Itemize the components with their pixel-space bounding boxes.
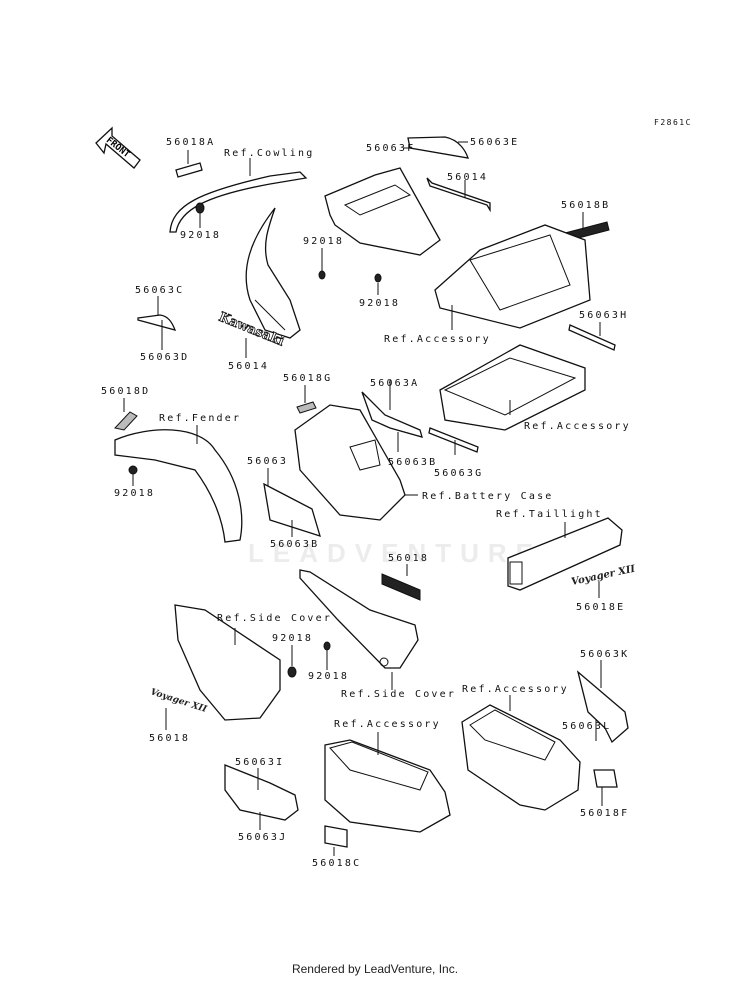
part-56063C-56063D[interactable] <box>137 314 177 331</box>
label-56063E[interactable]: 56063E <box>470 137 520 148</box>
part-56018G[interactable] <box>296 401 317 414</box>
part-56063K-56063L[interactable] <box>576 670 629 744</box>
grommet-92018-d[interactable] <box>128 465 138 475</box>
label-56018G[interactable]: 56018G <box>283 373 333 384</box>
label-56018B[interactable]: 56018B <box>561 200 611 211</box>
upper-fairing <box>324 167 441 256</box>
label-ref-side-cover[interactable]: Ref.Side Cover <box>217 613 333 624</box>
part-56063H[interactable] <box>568 324 616 351</box>
label-56063D[interactable]: 56063D <box>140 352 190 363</box>
part-56018F[interactable] <box>593 769 618 788</box>
label-56063B[interactable]: 56063B <box>388 457 438 468</box>
part-56063G[interactable] <box>428 427 479 453</box>
label-56063A[interactable]: 56063A <box>370 378 420 389</box>
label-56063G[interactable]: 56063G <box>434 468 484 479</box>
label-ref-taillight[interactable]: Ref.Taillight <box>496 509 603 520</box>
label-56063J[interactable]: 56063J <box>238 832 288 843</box>
label-92018[interactable]: 92018 <box>303 236 345 247</box>
part-56063E-56063F[interactable] <box>407 136 469 159</box>
side-cover-right <box>299 569 419 669</box>
voyager-decal-56018E[interactable]: Voyager XII <box>570 564 636 588</box>
label-ref-battery-case[interactable]: Ref.Battery Case <box>422 491 554 502</box>
label-56063F[interactable]: 56063F <box>366 143 416 154</box>
part-56014-strip[interactable] <box>426 177 491 213</box>
label-56014[interactable]: 56014 <box>447 172 489 183</box>
part-56063A-56063B[interactable] <box>361 391 423 438</box>
cowling-strip <box>169 171 308 233</box>
grommet-92018-a[interactable] <box>195 202 205 214</box>
front-arrow-icon: FRONT <box>95 126 141 169</box>
part-56018D[interactable] <box>114 411 138 431</box>
taillight <box>507 517 623 591</box>
label-92018[interactable]: 92018 <box>308 671 350 682</box>
part-56018C[interactable] <box>324 825 348 848</box>
voyager-decal-text-e: Voyager XII <box>570 564 636 588</box>
label-56063L[interactable]: 56063L <box>562 721 612 732</box>
label-56018A[interactable]: 56018A <box>166 137 216 148</box>
label-56014[interactable]: 56014 <box>228 361 270 372</box>
label-56063I[interactable]: 56063I <box>235 757 285 768</box>
label-56063K[interactable]: 56063K <box>580 649 630 660</box>
side-cover-left <box>174 604 281 721</box>
part-56063[interactable] <box>263 482 321 537</box>
label-92018[interactable]: 92018 <box>180 230 222 241</box>
grommet-92018-e[interactable] <box>287 666 297 678</box>
part-56018-upper[interactable] <box>381 573 421 601</box>
label-ref-accessory[interactable]: Ref.Accessory <box>384 334 491 345</box>
top-case-base <box>439 344 586 431</box>
grommet-92018-b[interactable] <box>318 270 326 280</box>
label-ref-accessory[interactable]: Ref.Accessory <box>462 684 569 695</box>
label-56018D[interactable]: 56018D <box>101 386 151 397</box>
grommet-92018-f[interactable] <box>323 641 331 651</box>
saddlebag-right <box>461 704 581 811</box>
figure-id: F2861C <box>654 118 692 127</box>
label-ref-side-cover[interactable]: Ref.Side Cover <box>341 689 457 700</box>
watermark: LEADVENTURE <box>248 538 543 568</box>
label-56063H[interactable]: 56063H <box>579 310 629 321</box>
voyager-decal-text-lower: Voyager XII <box>149 687 208 715</box>
front-cowling-left <box>245 207 301 339</box>
part-56018A[interactable] <box>175 162 203 178</box>
label-92018[interactable]: 92018 <box>114 488 156 499</box>
label-ref-cowling[interactable]: Ref.Cowling <box>224 148 315 159</box>
label-ref-accessory[interactable]: Ref.Accessory <box>334 719 441 730</box>
front-fender <box>114 429 243 543</box>
voyager-decal-56018[interactable]: Voyager XII <box>149 687 208 715</box>
top-case-lid <box>434 224 591 329</box>
front-arrow-text: FRONT <box>104 136 132 161</box>
label-56063C[interactable]: 56063C <box>135 285 185 296</box>
label-56018C[interactable]: 56018C <box>312 858 362 869</box>
label-92018[interactable]: 92018 <box>272 633 314 644</box>
saddlebag-left <box>324 739 451 833</box>
footer-credit: Rendered by LeadVenture, Inc. <box>291 962 459 976</box>
label-ref-accessory[interactable]: Ref.Accessory <box>524 421 631 432</box>
label-56063B[interactable]: 56063B <box>270 539 320 550</box>
label-56018[interactable]: 56018 <box>149 733 191 744</box>
label-92018[interactable]: 92018 <box>359 298 401 309</box>
label-56018F[interactable]: 56018F <box>580 808 630 819</box>
label-56018[interactable]: 56018 <box>388 553 430 564</box>
grommet-92018-c[interactable] <box>374 273 382 283</box>
label-56063[interactable]: 56063 <box>247 456 289 467</box>
label-ref-fender[interactable]: Ref.Fender <box>159 413 242 424</box>
label-56018E[interactable]: 56018E <box>576 602 626 613</box>
part-56063I-56063J[interactable] <box>224 764 299 821</box>
